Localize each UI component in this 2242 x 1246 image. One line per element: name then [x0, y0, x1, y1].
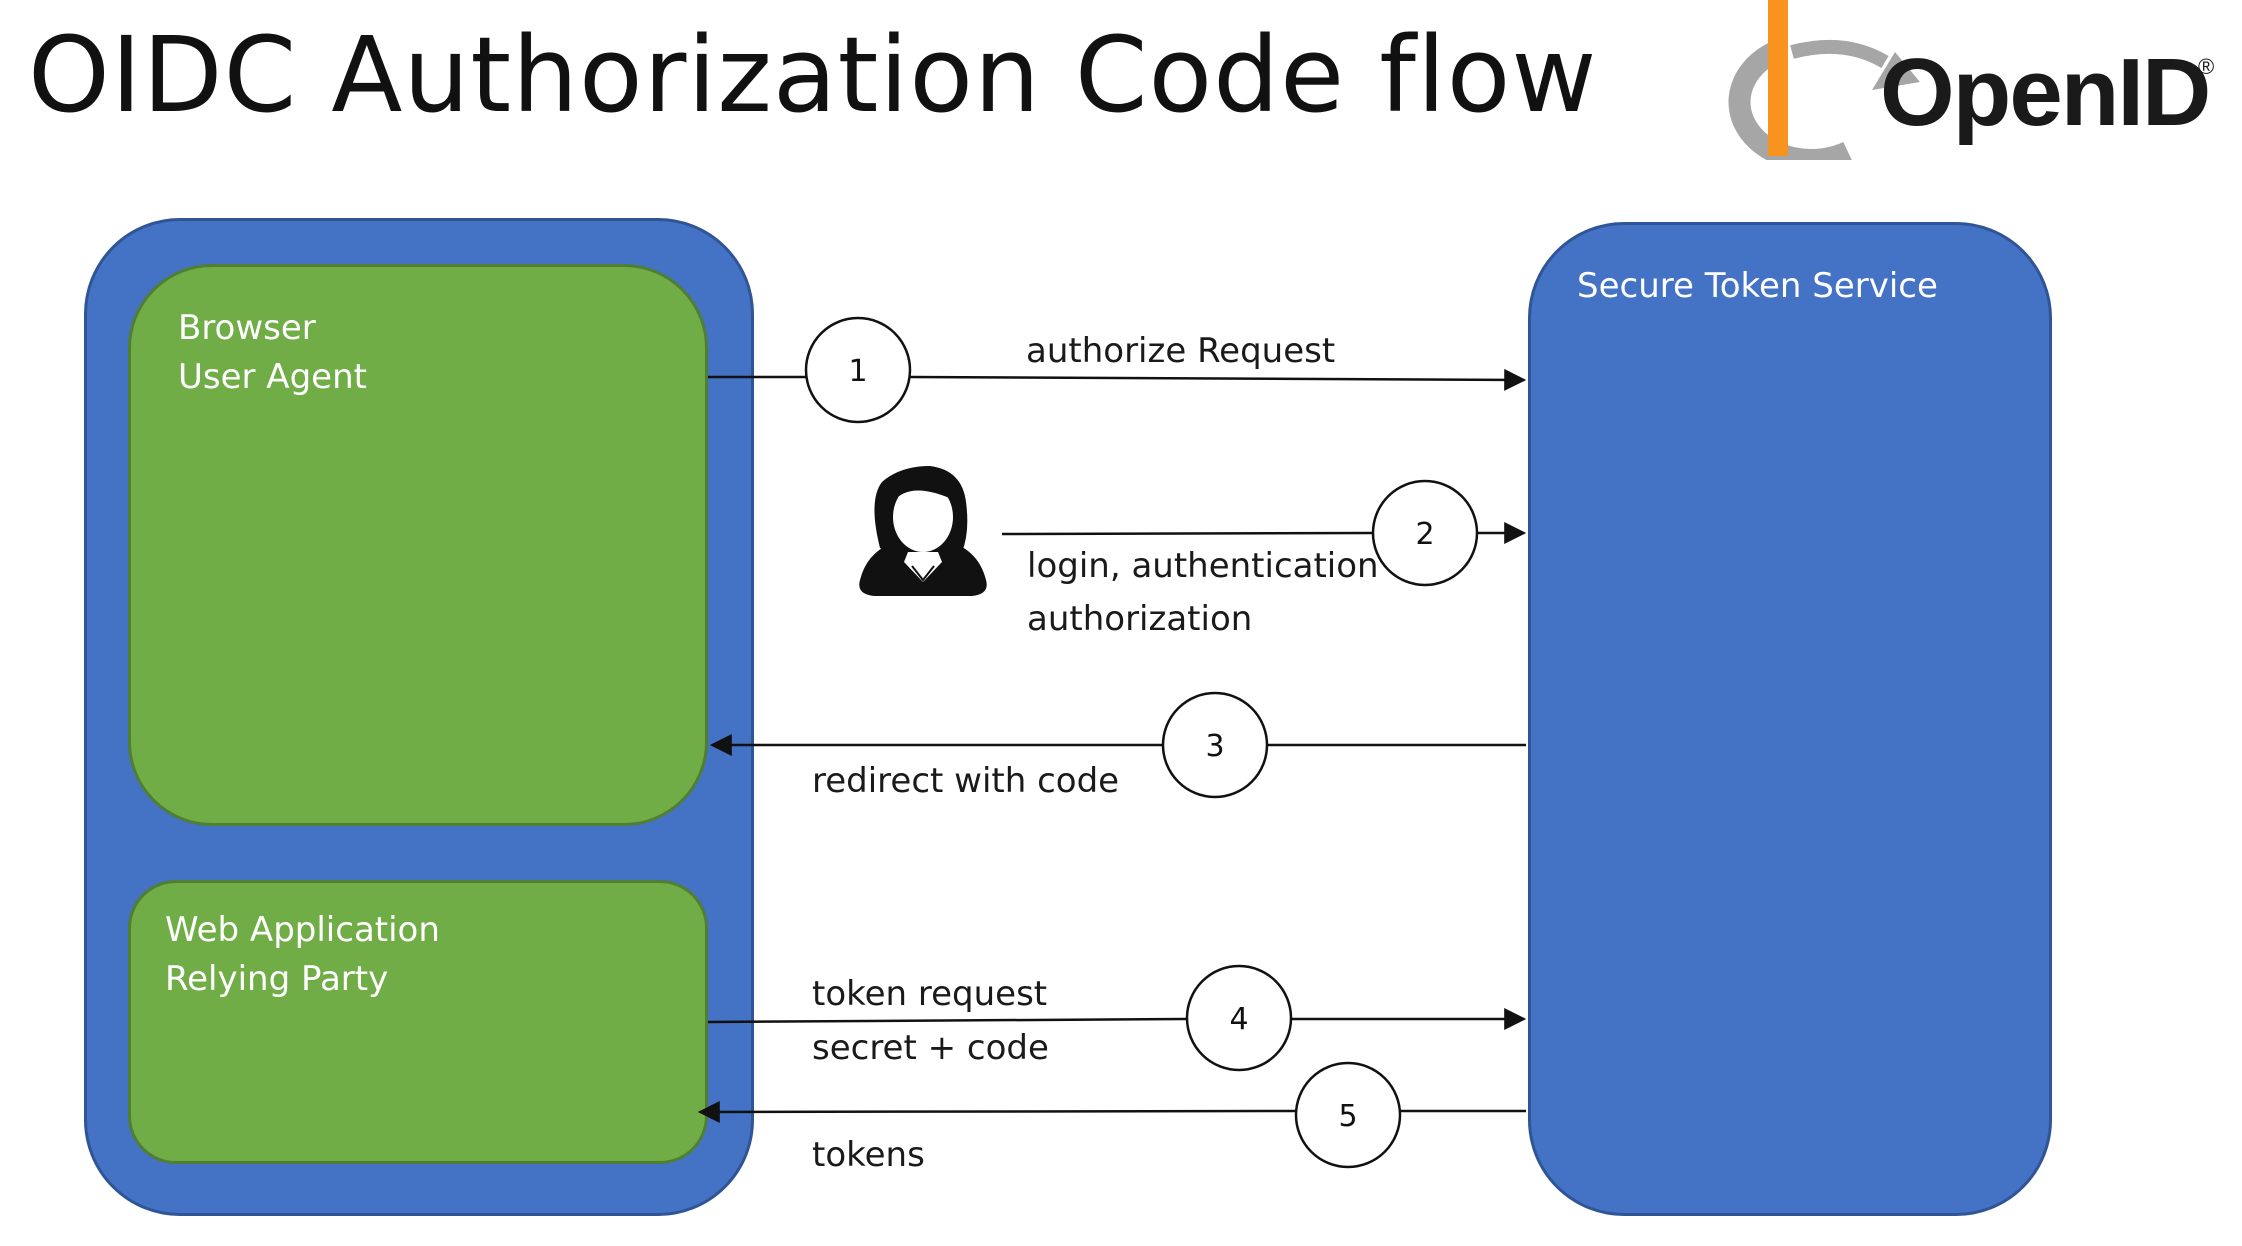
web-application-box — [128, 880, 708, 1164]
step-3-label: redirect with code — [812, 761, 1120, 801]
user-agent-label: User Agent — [178, 357, 367, 397]
web-application-label: Web Application — [165, 910, 440, 950]
step-2-label-line1: login, authentication — [1027, 546, 1379, 586]
relying-party-label: Relying Party — [165, 959, 389, 999]
step-3-circle — [1161, 691, 1269, 799]
step-4-label-line1: token request — [812, 974, 1048, 1014]
secure-token-service-box — [1528, 222, 2052, 1216]
step-5-number: 5 — [1338, 1099, 1357, 1134]
step-4-label-line2: secret + code — [812, 1028, 1049, 1068]
step-1-arrow — [708, 368, 1527, 391]
openid-logo-icon — [1728, 0, 1920, 160]
step-4-number: 4 — [1229, 1002, 1248, 1037]
step-5-label: tokens — [812, 1135, 925, 1175]
step-1-circle — [804, 316, 912, 424]
step-1-number: 1 — [848, 354, 867, 389]
step-5-arrow — [697, 1100, 1526, 1123]
step-5-circle — [1294, 1061, 1402, 1169]
step-4-circle — [1185, 964, 1293, 1072]
user-icon — [859, 466, 987, 596]
step-1-label: authorize Request — [1026, 331, 1336, 371]
step-4-arrow — [707, 1008, 1527, 1030]
step-2-number: 2 — [1415, 517, 1434, 552]
step-2-arrow — [1001, 522, 1527, 544]
registered-mark: ® — [2198, 54, 2215, 79]
step-2-label-line2: authorization — [1027, 599, 1253, 639]
browser-label: Browser — [178, 308, 316, 348]
browser-user-agent-box — [128, 264, 708, 826]
page-title: OIDC Authorization Code flow — [28, 14, 1598, 136]
secure-token-service-label: Secure Token Service — [1577, 266, 1938, 306]
openid-logo-text: OpenID — [1880, 39, 2211, 146]
step-3-number: 3 — [1205, 729, 1224, 764]
step-2-circle — [1371, 479, 1479, 587]
